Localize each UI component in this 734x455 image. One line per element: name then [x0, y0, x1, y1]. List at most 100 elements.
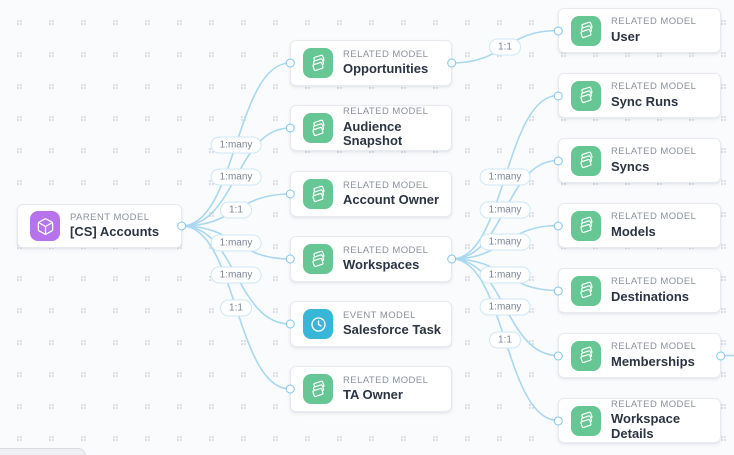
cardinality-label: 1:many [210, 136, 262, 153]
stack-icon [303, 48, 333, 78]
connector-handle-right[interactable] [716, 351, 726, 360]
cardinality-label: 1:1 [489, 38, 521, 56]
node-type-label: RELATED MODEL [611, 398, 697, 410]
node-name: Destinations [611, 288, 690, 304]
node-text: PARENT MODEL[CS] Accounts [70, 211, 160, 240]
stack-icon [571, 145, 601, 176]
connector-handle-left[interactable] [285, 254, 295, 264]
model-node-cs-accounts[interactable]: PARENT MODEL[CS] Accounts [17, 204, 187, 248]
node-type-label: RELATED MODEL [611, 276, 697, 288]
stack-icon [571, 80, 601, 111]
stack-icon [303, 244, 333, 274]
stack-icon [303, 113, 333, 143]
node-name: Account Owner [343, 192, 440, 208]
node-type-label: EVENT MODEL [343, 309, 416, 321]
node-name: Workspace Details [611, 411, 681, 441]
node-type-label: RELATED MODEL [611, 146, 697, 158]
connector-handle-left[interactable] [285, 189, 295, 199]
cardinality-label: 1:many [210, 168, 262, 186]
connector-handle-left[interactable] [553, 221, 563, 230]
node-name: Syncs [611, 158, 650, 174]
node-name: Models [611, 223, 656, 239]
node-name: User [611, 28, 640, 44]
connector-handle-left[interactable] [553, 286, 563, 295]
cardinality-label: 1:many [210, 234, 262, 251]
node-name: Opportunities [343, 61, 429, 77]
node-type-label: RELATED MODEL [611, 211, 697, 223]
connector-handle-right[interactable] [447, 254, 457, 264]
cardinality-label: 1:many [479, 298, 531, 316]
stack-icon [571, 275, 601, 306]
connector-handle-left[interactable] [553, 26, 563, 35]
connector-handle-left[interactable] [553, 156, 563, 165]
node-name: [CS] Accounts [70, 224, 160, 240]
cardinality-label: 1:many [210, 266, 262, 284]
connector-handle-right[interactable] [447, 58, 457, 68]
stack-icon [571, 405, 601, 436]
cardinality-label: 1:1 [220, 299, 252, 316]
stack-icon [571, 340, 601, 371]
node-type-label: RELATED MODEL [611, 16, 697, 28]
connector-handle-left[interactable] [285, 58, 295, 68]
connector-handle-left[interactable] [553, 416, 563, 425]
node-name: Salesforce Task [343, 322, 442, 338]
node-name: Memberships [611, 353, 695, 369]
stack-icon [303, 179, 333, 209]
stack-icon [571, 15, 601, 46]
connector-handle-left[interactable] [553, 351, 563, 360]
node-name: TA Owner [343, 387, 403, 403]
cardinality-label: 1:many [479, 168, 531, 186]
connector-handle-left[interactable] [285, 123, 295, 133]
node-type-label: RELATED MODEL [343, 244, 429, 256]
cardinality-label: 1:many [479, 233, 531, 251]
cardinality-label: 1:1 [220, 201, 252, 219]
stack-icon [571, 210, 601, 241]
canvas-bottom-left-panel [0, 448, 86, 455]
node-type-label: RELATED MODEL [343, 106, 429, 118]
node-type-label: RELATED MODEL [611, 341, 697, 353]
node-name: Workspaces [343, 257, 420, 273]
node-name: Sync Runs [611, 93, 679, 109]
node-type-label: RELATED MODEL [611, 81, 697, 93]
clock-icon [303, 309, 333, 339]
cardinality-label: 1:1 [489, 331, 521, 349]
cardinality-label: 1:many [479, 201, 531, 219]
node-type-label: RELATED MODEL [343, 179, 429, 191]
cardinality-label: 1:many [479, 266, 531, 284]
connector-handle-right[interactable] [177, 221, 187, 231]
connector-handle-left[interactable] [285, 384, 295, 394]
node-type-label: RELATED MODEL [343, 48, 429, 60]
cube-icon [30, 211, 60, 241]
connector-handle-left[interactable] [553, 91, 563, 100]
node-name: Audience Snapshot [343, 118, 403, 149]
node-type-label: PARENT MODEL [70, 211, 150, 223]
node-type-label: RELATED MODEL [343, 374, 429, 386]
connector-handle-left[interactable] [285, 319, 295, 329]
